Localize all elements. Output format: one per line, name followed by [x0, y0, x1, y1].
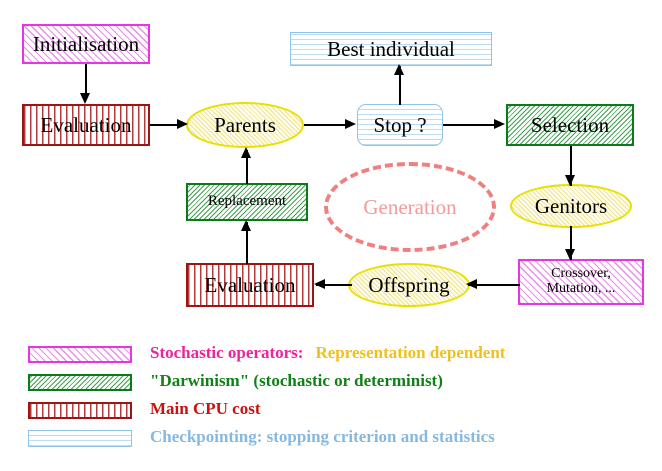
node-crossover-mutation-label-line1: Crossover, [551, 266, 611, 282]
edge-selection-to-genitors [570, 146, 572, 186]
node-evaluation-top[interactable]: Evaluation [22, 104, 150, 146]
legend-swatch-magenta [28, 346, 132, 363]
arrowhead-genitors-to-crossover [565, 249, 575, 260]
edge-genitors-to-crossover [570, 226, 572, 260]
node-parents[interactable]: Parents [186, 102, 304, 148]
node-stop[interactable]: Stop ? [357, 104, 443, 146]
node-parents-label: Parents [214, 112, 276, 137]
node-genitors-label: Genitors [534, 193, 608, 218]
arrowhead-replacement-to-parents [241, 147, 251, 158]
node-crossover-mutation[interactable]: Crossover, Mutation, ... [518, 259, 644, 305]
edge-eval-to-replacement [246, 222, 248, 264]
node-evaluation-top-label: Evaluation [40, 112, 132, 137]
arrowhead-offspring-to-eval [314, 279, 325, 289]
node-selection-label: Selection [530, 112, 610, 137]
legend-label: "Darwinism" (stochastic or determinist) [150, 371, 443, 390]
arrowhead-stop-to-best [394, 64, 404, 75]
arrowhead-parents-to-stop [345, 119, 356, 129]
node-generation[interactable]: Generation [324, 162, 496, 252]
edge-crossover-to-offspring [468, 284, 520, 286]
arrowhead-eval-to-replacement [241, 220, 251, 231]
node-selection[interactable]: Selection [506, 104, 634, 146]
arrowhead-eval-to-parents [177, 119, 188, 129]
node-initialisation[interactable]: Initialisation [22, 24, 150, 64]
node-crossover-mutation-label-line2: Mutation, ... [546, 281, 616, 296]
node-evaluation-bottom[interactable]: Evaluation [186, 263, 314, 307]
node-replacement-label: Replacement [207, 193, 287, 210]
edge-parents-to-stop [304, 124, 348, 126]
arrowhead-selection-to-genitors [565, 175, 575, 186]
legend-swatch-red [28, 402, 132, 419]
legend-swatch-green [28, 374, 132, 391]
arrowhead-crossover-to-offspring [466, 279, 477, 289]
arrowhead-stop-to-selection [494, 119, 505, 129]
edge-stop-to-best [399, 66, 401, 105]
node-initialisation-label: Initialisation [32, 31, 140, 56]
node-genitors[interactable]: Genitors [510, 184, 632, 228]
node-stop-label: Stop ? [373, 112, 427, 137]
node-best-individual-label: Best individual [327, 36, 455, 61]
arrowhead-init-to-eval [80, 93, 90, 104]
edge-offspring-to-eval [316, 284, 352, 286]
edge-eval-to-parents [150, 124, 180, 126]
node-offspring-label: Offspring [368, 272, 450, 297]
node-replacement[interactable]: Replacement [186, 183, 308, 221]
legend-label: Main CPU cost [150, 399, 261, 418]
edge-init-to-eval [85, 64, 87, 95]
legend-label: Checkpointing: stopping criterion and st… [150, 427, 495, 446]
legend-label: Stochastic operators: Representation depe… [150, 343, 505, 363]
legend-swatch-blue [28, 430, 132, 447]
edge-replacement-to-parents [246, 150, 248, 184]
legend-label-text2: Representation dependent [315, 343, 506, 362]
node-evaluation-bottom-label: Evaluation [204, 272, 296, 297]
node-generation-label: Generation [363, 194, 457, 219]
node-best-individual[interactable]: Best individual [290, 32, 492, 66]
node-offspring[interactable]: Offspring [348, 263, 470, 307]
legend-label-text: Stochastic operators: [150, 343, 304, 362]
legend: Stochastic operators: Representation depe… [0, 336, 662, 471]
edge-stop-to-selection [443, 124, 495, 126]
